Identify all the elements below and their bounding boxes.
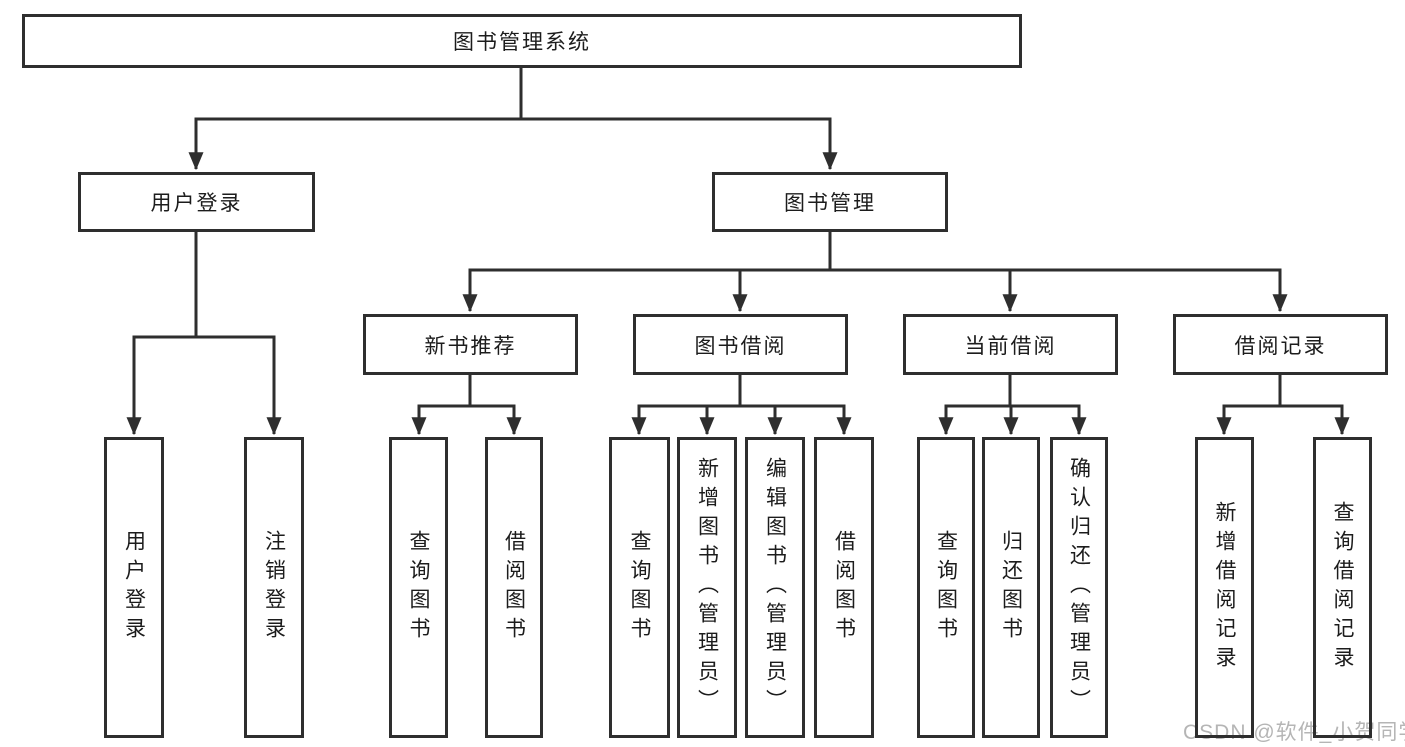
node-current-borrow: 当前借阅 xyxy=(903,314,1118,375)
node-label: 借阅记录 xyxy=(1234,334,1327,358)
leaf-label: 新增借阅记录 xyxy=(1213,500,1236,675)
leaf-label: 查询图书 xyxy=(934,529,958,646)
node-label: 图书管理 xyxy=(784,192,876,215)
leaf-confirm-return-admin: 确认归还（管理员） xyxy=(1050,437,1108,738)
node-new-book-recommend: 新书推荐 xyxy=(363,314,578,375)
leaf-logout: 注销登录 xyxy=(244,437,304,738)
leaf-query-books-recommend: 查询图书 xyxy=(389,437,448,738)
node-borrow-records: 借阅记录 xyxy=(1173,314,1388,375)
node-label: 当前借阅 xyxy=(964,334,1057,358)
leaf-label: 确认归还（管理员） xyxy=(1067,457,1091,718)
leaf-label: 查询图书 xyxy=(628,529,651,646)
csdn-watermark: CSDN @软件_小贺同学 xyxy=(1183,721,1405,744)
leaf-borrow-books: 借阅图书 xyxy=(814,437,874,738)
leaf-label: 注销登录 xyxy=(262,529,286,646)
leaf-return-books: 归还图书 xyxy=(982,437,1040,738)
node-book-borrow: 图书借阅 xyxy=(633,314,848,375)
leaf-edit-books-admin: 编辑图书（管理员） xyxy=(745,437,805,738)
leaf-label: 查询借阅记录 xyxy=(1331,500,1354,675)
leaf-add-books-admin: 新增图书（管理员） xyxy=(677,437,737,738)
node-book-management: 图书管理 xyxy=(712,172,948,232)
leaf-label: 编辑图书（管理员） xyxy=(763,457,787,718)
leaf-query-books-current: 查询图书 xyxy=(917,437,975,738)
leaf-label: 归还图书 xyxy=(999,529,1023,646)
leaf-label: 用户登录 xyxy=(122,529,146,646)
node-user-login: 用户登录 xyxy=(78,172,315,232)
leaf-label: 借阅图书 xyxy=(832,529,856,646)
leaf-label: 借阅图书 xyxy=(502,529,526,646)
leaf-borrow-books-recommend: 借阅图书 xyxy=(485,437,543,738)
node-root-label: 图书管理系统 xyxy=(453,31,591,54)
leaf-add-borrow-record: 新增借阅记录 xyxy=(1195,437,1254,738)
leaf-label: 查询图书 xyxy=(407,529,430,646)
leaf-query-books-borrow: 查询图书 xyxy=(609,437,670,738)
leaf-label: 新增图书（管理员） xyxy=(695,457,719,718)
node-root: 图书管理系统 xyxy=(22,14,1022,68)
node-label: 图书借阅 xyxy=(694,334,787,358)
leaf-query-borrow-record: 查询借阅记录 xyxy=(1313,437,1372,738)
node-label: 用户登录 xyxy=(150,192,243,215)
leaf-user-login: 用户登录 xyxy=(104,437,164,738)
node-label: 新书推荐 xyxy=(424,334,517,358)
